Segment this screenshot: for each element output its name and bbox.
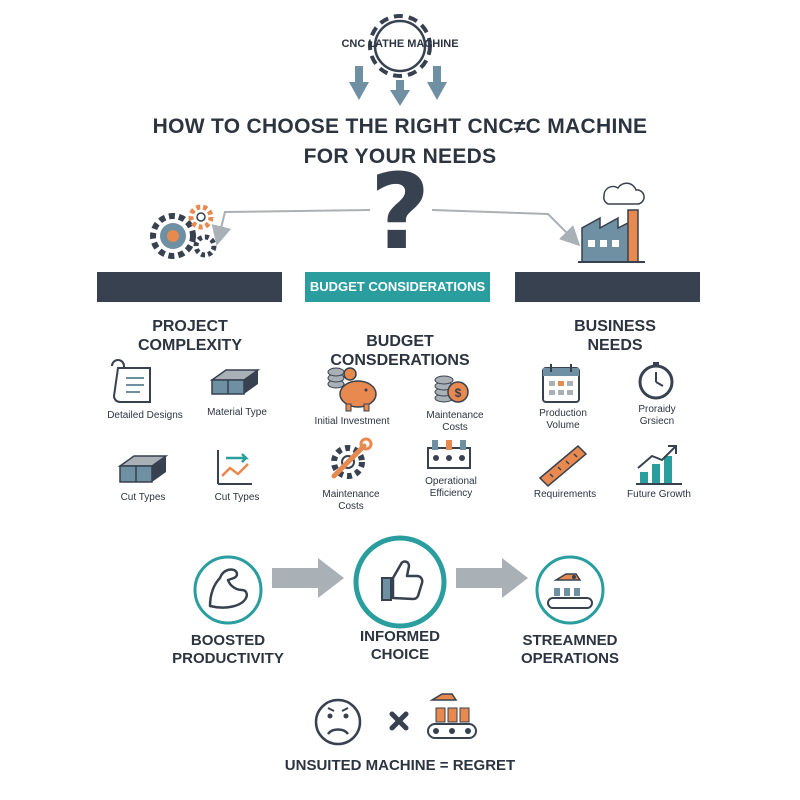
item-material-type: Material Type <box>207 407 267 418</box>
item-initial-investment: Initial Investment <box>314 416 390 427</box>
outcome-line: STREAMNED <box>522 632 618 649</box>
outcome-boosted-productivity: BOOSTED PRODUCTIVITY <box>158 632 298 668</box>
thumbs-up-icon <box>353 535 447 629</box>
down-arrows <box>349 66 447 106</box>
outcome-line: INFORMED <box>360 628 440 645</box>
outcome-streamned-operations: STREAMNED OPERATIONS <box>500 632 640 668</box>
stopwatch-icon <box>638 362 674 400</box>
scroll-icon <box>111 359 151 403</box>
item-production-volume: Production Volume <box>539 408 587 431</box>
unsuited-machine-icon <box>427 693 477 739</box>
calendar-icon <box>542 364 580 403</box>
connector-left <box>211 209 371 246</box>
outcome-line: PRODUCTIVITY <box>172 650 284 667</box>
column-heading-project: PROJECT COMPLEXITY <box>90 317 290 355</box>
top-gear-icon <box>368 14 432 78</box>
item-cut-types: Cut Types <box>120 492 166 503</box>
question-mark: ? <box>369 151 431 273</box>
item-maintenance-costs: Maintenance Costs <box>426 410 484 433</box>
left-header-bar <box>97 272 282 302</box>
column-heading-budget: BUDGET CONSDERATIONS <box>300 332 500 370</box>
outcome-line: BOOSTED <box>190 632 266 649</box>
sad-face-icon <box>314 698 362 746</box>
item-proraidy-grsiecn: Proraidy Grsiecn <box>638 404 676 427</box>
connector-right <box>431 209 581 247</box>
ruler-icon <box>538 444 588 488</box>
piggy-bank-icon <box>327 367 377 412</box>
factory-icon <box>578 182 645 263</box>
chart-arrow-icon <box>217 450 252 485</box>
machine-label: CNC LATHE MACHINE <box>341 38 459 50</box>
cross-icon <box>389 711 409 731</box>
heading-line: BUSINESS <box>574 318 656 335</box>
item-requirements: Requirements <box>533 489 597 500</box>
outcome-informed-choice: INFORMED CHOICE <box>330 628 470 664</box>
column-heading-business: BUSINESS NEEDS <box>515 317 715 355</box>
heading-line: PROJECT <box>152 318 228 335</box>
title-line-1: HOW TO CHOOSE THE RIGHT CNC≠C MACHINE <box>152 115 648 138</box>
arrow-right-2 <box>456 558 528 598</box>
coins-icon: $ <box>434 375 469 403</box>
metal-bars-icon <box>209 369 261 395</box>
outcome-line: OPERATIONS <box>520 650 620 667</box>
item-cut-types-2: Cut Types <box>214 492 260 503</box>
growth-chart-icon <box>636 445 682 485</box>
wrench-gear-icon <box>331 437 373 479</box>
gears-icon <box>150 204 217 259</box>
budget-banner: BUDGET CONSIDERATIONS <box>305 272 490 302</box>
title-line-2: FOR YOUR NEEDS <box>303 145 497 168</box>
conveyor-icon <box>535 555 605 625</box>
right-header-bar <box>515 272 700 302</box>
heading-line: COMPLEXITY <box>137 337 242 354</box>
footer-regret: UNSUITED MACHINE = REGRET <box>284 757 516 774</box>
svg-text:$: $ <box>455 386 462 400</box>
arrow-right-1 <box>272 558 344 598</box>
flexed-arm-icon <box>193 555 263 625</box>
heading-line: CONSDERATIONS <box>330 352 470 369</box>
metal-block-icon <box>117 455 169 483</box>
main-title: HOW TO CHOOSE THE RIGHT CNC≠C MACHINE FO… <box>100 112 700 172</box>
item-operational-efficiency: Operational Efficiency <box>425 476 477 499</box>
heading-line: NEEDS <box>587 337 643 354</box>
factory-line-icon <box>427 440 471 469</box>
item-detailed-designs: Detailed Designs <box>107 410 183 421</box>
item-maintenance-costs-2: Maintenance Costs <box>322 489 380 512</box>
item-future-growth: Future Growth <box>627 489 691 500</box>
heading-line: BUDGET <box>366 333 434 350</box>
outcome-line: CHOICE <box>370 646 430 663</box>
